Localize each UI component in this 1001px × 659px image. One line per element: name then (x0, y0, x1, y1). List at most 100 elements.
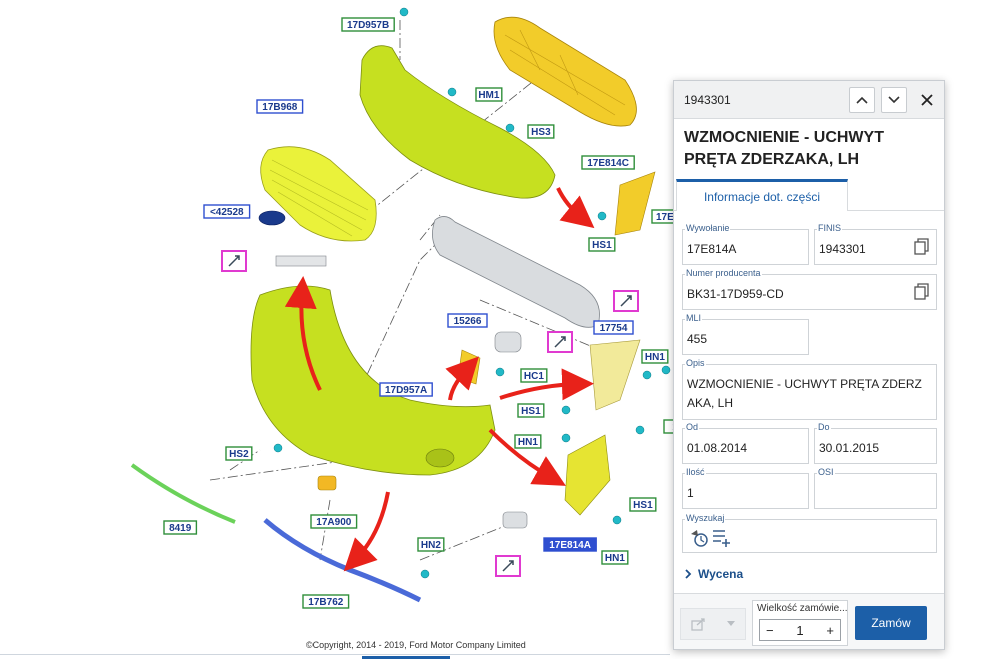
callout-9[interactable]: 15266 (447, 313, 488, 328)
callout-11[interactable]: HN1 (641, 349, 669, 364)
callout-23[interactable]: HS1 (629, 497, 657, 512)
callout-box (581, 155, 635, 170)
callout-5[interactable]: 17E814C (581, 155, 635, 170)
add-to-list-icon[interactable] (711, 528, 731, 548)
callout-12[interactable]: HC1 (520, 368, 548, 383)
callout-22[interactable]: HN1 (601, 550, 629, 565)
grille-frame-part[interactable] (493, 16, 637, 127)
close-button[interactable] (914, 87, 940, 113)
plate-part[interactable] (275, 255, 327, 267)
callout-14[interactable]: HS1 (517, 403, 545, 418)
callout-box (517, 403, 545, 418)
panel-tabs: Informacje dot. części (674, 179, 944, 211)
do-field[interactable]: Do 30.01.2015 (814, 422, 937, 464)
callout-19[interactable]: HN2 (417, 537, 445, 552)
grille-part[interactable] (260, 146, 377, 242)
trim-strip-part[interactable] (130, 463, 236, 524)
increment-button[interactable]: + (826, 622, 834, 638)
callout-3[interactable]: HM1 (475, 87, 503, 102)
previous-part-button[interactable] (849, 87, 875, 113)
bracket-part-right[interactable] (614, 171, 656, 236)
copy-icon[interactable] (914, 283, 930, 301)
wyszukaj-field: Wyszukaj (682, 513, 937, 553)
wywolanie-field[interactable]: Wywołanie 17E814A (682, 223, 809, 265)
bottom-scroll-indicator[interactable] (362, 656, 450, 659)
callout-box (629, 497, 657, 512)
callout-7[interactable]: HS1 (588, 237, 616, 252)
callout-21[interactable]: 17E814A (543, 537, 597, 552)
copyright-text: ©Copyright, 2014 - 2019, Ford Motor Comp… (306, 640, 526, 650)
callout-6[interactable]: <42528 (203, 204, 251, 219)
callout-box (225, 446, 253, 461)
reinforcement-bar-part[interactable] (432, 216, 600, 328)
field-label: Numer producenta (685, 268, 762, 279)
tab-part-info[interactable]: Informacje dot. części (676, 179, 848, 211)
next-part-button[interactable] (881, 87, 907, 113)
callout-box (256, 99, 304, 114)
callout-box (588, 237, 616, 252)
chevron-up-icon (856, 96, 868, 104)
callout-10[interactable]: 17754 (593, 320, 634, 335)
quantity-label: Wielkość zamówie... (757, 603, 848, 614)
quantity-input[interactable]: 1 (796, 622, 804, 638)
field-label: Od (685, 422, 700, 433)
callout-text: 17B968 (262, 102, 297, 113)
callout-text: HN1 (518, 437, 538, 448)
ford-emblem[interactable] (258, 210, 286, 226)
callout-20[interactable]: 17B762 (302, 594, 350, 609)
callout-text: 15266 (454, 316, 482, 327)
field-value-line2: AKA, LH (687, 396, 734, 410)
callout-box (527, 124, 555, 139)
callout-4[interactable]: HS3 (527, 124, 555, 139)
callout-1[interactable]: 17D957B (341, 17, 395, 32)
upper-bumper-part[interactable] (359, 45, 556, 199)
opis-field[interactable]: Opis WZMOCNIENIE - UCHWYT PRĘTA ZDERZ AK… (682, 358, 937, 420)
decrement-button[interactable]: − (766, 622, 774, 638)
copy-icon[interactable] (914, 238, 930, 256)
assembly-arrows (284, 187, 595, 572)
od-field[interactable]: Od 01.08.2014 (682, 422, 809, 464)
ilosc-field[interactable]: Ilość 1 (682, 467, 809, 509)
part-17e814a[interactable] (564, 434, 611, 516)
finis-field[interactable]: FINIS 1943301 (814, 223, 937, 265)
absorber-part[interactable] (263, 518, 422, 603)
callout-16[interactable]: HS2 (225, 446, 253, 461)
mli-field[interactable]: MLI 455 (682, 313, 809, 355)
callout-text: 8419 (169, 523, 192, 534)
callout-18[interactable]: 8419 (163, 520, 198, 535)
callout-box (379, 382, 433, 397)
callout-text: 17754 (600, 323, 628, 334)
part-17754[interactable] (589, 339, 641, 411)
callout-text: HN1 (645, 352, 665, 363)
callout-17[interactable]: 17A900 (310, 514, 358, 529)
main-bumper-part[interactable] (250, 285, 496, 476)
callout-box (447, 313, 488, 328)
field-value: 17E814A (687, 242, 737, 256)
callout-box (310, 514, 358, 529)
callout-text: HM1 (478, 90, 500, 101)
callout-2[interactable]: 17B968 (256, 99, 304, 114)
fasteners (273, 7, 671, 579)
search-history-icon[interactable] (689, 528, 709, 548)
part-17a900[interactable] (317, 475, 337, 491)
sensor-part[interactable] (502, 511, 528, 529)
order-button[interactable]: Zamów (855, 606, 927, 640)
callout-13[interactable]: 17D957A (379, 382, 433, 397)
chevron-right-icon (685, 569, 692, 579)
wycena-label: Wycena (698, 567, 744, 581)
callout-text: HC1 (524, 371, 544, 382)
share-button[interactable] (680, 608, 746, 640)
callout-15[interactable]: HN1 (514, 434, 542, 449)
wycena-expander[interactable]: Wycena (684, 567, 743, 581)
lamp-part[interactable] (494, 331, 522, 353)
field-value: 455 (687, 332, 708, 346)
field-label: Wyszukaj (685, 513, 726, 524)
field-value: 1 (687, 486, 694, 500)
callout-text: HS1 (633, 500, 653, 511)
panel-part-id: 1943301 (684, 93, 731, 107)
osi-field[interactable]: OSI (814, 467, 937, 509)
numer-producenta-field[interactable]: Numer producenta BK31-17D959-CD (682, 268, 937, 310)
callout-box (593, 320, 634, 335)
quantity-stepper[interactable]: − 1 + (759, 619, 841, 641)
